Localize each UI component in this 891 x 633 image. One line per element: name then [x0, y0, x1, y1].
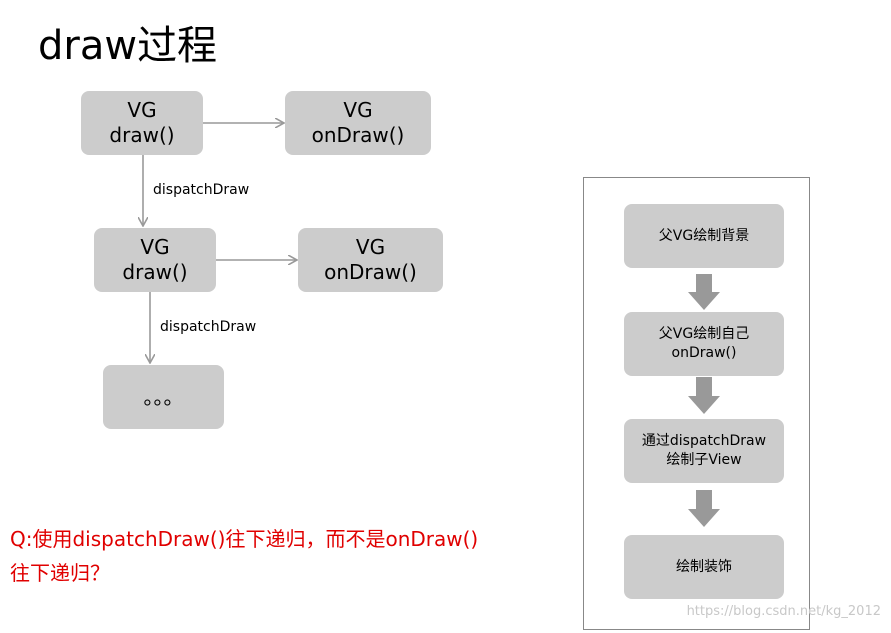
vg-ondraw-box-2-line1: VG: [355, 235, 386, 259]
step-arrow-1: [688, 274, 720, 310]
vg-ondraw-box-1-line2: onDraw(): [311, 123, 405, 147]
edge-label-dispatchdraw-2: dispatchDraw: [160, 319, 257, 335]
step-box-1: 父VG绘制背景: [624, 204, 784, 268]
question-text: Q:使用dispatchDraw()往下递归，而不是onDraw() 往下递归？: [10, 522, 580, 590]
question-line-2: 往下递归？: [10, 561, 110, 585]
question-line-1: Q:使用dispatchDraw()往下递归，而不是onDraw(): [10, 527, 479, 551]
step-arrow-3: [688, 490, 720, 527]
vg-draw-box-1: VG draw(): [81, 91, 203, 155]
step-box-2-line2: onDraw(): [671, 345, 737, 361]
step-arrow-2: [688, 377, 720, 414]
vg-ondraw-box-1-line1: VG: [343, 98, 373, 122]
step-arrows: [688, 274, 720, 527]
vg-draw-box-1-line2: draw(): [109, 123, 175, 147]
draw-steps-panel: 父VG绘制背景 父VG绘制自己 onDraw() 通过dispatchDraw …: [583, 177, 810, 630]
step-box-3-line2: 绘制子View: [666, 452, 742, 468]
step-box-2-line1: 父VG绘制自己: [658, 326, 750, 342]
vg-draw-box-2: VG draw(): [94, 228, 216, 292]
step-box-4: 绘制装饰: [624, 535, 784, 599]
vg-ondraw-box-1: VG onDraw(): [285, 91, 431, 155]
vg-ondraw-box-2: VG onDraw(): [298, 228, 443, 292]
step-box-2: 父VG绘制自己 onDraw(): [624, 312, 784, 376]
step-box-1-line1: 父VG绘制背景: [658, 227, 750, 244]
ellipsis-box: 。。。: [103, 365, 224, 429]
watermark: https://blog.csdn.net/kg_2012: [686, 604, 881, 619]
page-title: draw过程: [38, 23, 218, 69]
step-box-3-line1: 通过dispatchDraw: [641, 433, 767, 449]
edge-label-dispatchdraw-1: dispatchDraw: [153, 182, 250, 198]
vg-ondraw-box-2-line2: onDraw(): [324, 260, 417, 284]
vg-draw-box-2-line2: draw(): [122, 260, 188, 284]
step-box-4-line1: 绘制装饰: [676, 558, 732, 575]
ellipsis-text: 。。。: [143, 384, 184, 409]
step-box-3: 通过dispatchDraw 绘制子View: [624, 419, 784, 483]
vg-draw-box-1-line1: VG: [127, 98, 157, 122]
vg-draw-box-2-line1: VG: [140, 235, 170, 259]
